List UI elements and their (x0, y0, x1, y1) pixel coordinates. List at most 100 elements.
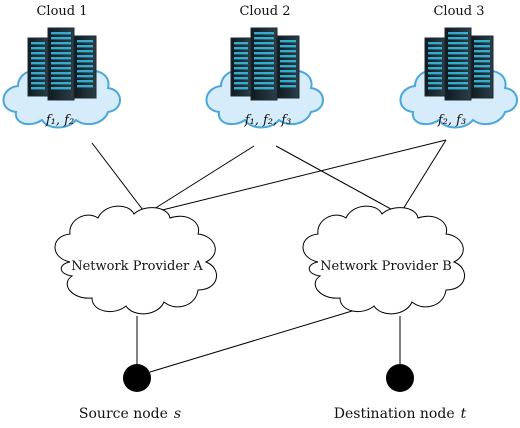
link-cloud1-providerA (91, 142, 147, 215)
server-rack-light (428, 87, 442, 90)
server-rack-light (51, 77, 71, 80)
server-rack-light (474, 70, 490, 73)
provider-a-label: Network Provider A (71, 259, 203, 274)
cloud-1-functions: f₁, f₂ (45, 113, 74, 128)
server-rack-light (448, 87, 468, 90)
server-rack-light (474, 55, 490, 58)
server-rack-light (234, 87, 248, 90)
cloud-1 (2, 27, 121, 129)
server-rack-light (234, 57, 248, 60)
server-rack-light (31, 62, 45, 65)
server-rack-light (51, 62, 71, 65)
server-rack-light (254, 82, 274, 85)
destination-node-text: Destination node (334, 406, 455, 422)
server-rack-light (234, 67, 248, 70)
server-rack-light (31, 57, 45, 60)
server-rack-light (448, 77, 468, 80)
server-rack-light (474, 80, 490, 83)
server-rack-light (448, 62, 468, 65)
server-rack-light (428, 62, 442, 65)
server-rack-light (474, 50, 490, 53)
server-rack-light (448, 42, 468, 45)
link-cloud3-providerB (399, 139, 447, 215)
server-rack-light (51, 82, 71, 85)
cloud-1-title: Cloud 1 (36, 4, 87, 19)
server-rack-light (254, 32, 274, 35)
server-rack-light (254, 77, 274, 80)
cloud-2-title: Cloud 2 (239, 4, 290, 19)
source-node-text: Source node (79, 406, 168, 422)
server-rack-light (31, 42, 45, 45)
server-rack-light (448, 37, 468, 40)
source-node-label: Source node s (79, 406, 181, 422)
server-rack-light (51, 47, 71, 50)
server-rack-light (280, 75, 296, 78)
destination-node (386, 364, 414, 392)
server-rack-light (234, 52, 248, 55)
server-rack-light (77, 85, 93, 88)
server-rack-light (474, 85, 490, 88)
provider-b-cloud-shape (302, 205, 465, 315)
server-rack-light (254, 67, 274, 70)
server-rack-light (77, 65, 93, 68)
server-rack-light (31, 72, 45, 75)
provider-b-label: Network Provider B (320, 259, 452, 274)
source-node-symbol: s (174, 406, 181, 422)
server-rack-light (77, 80, 93, 83)
server-rack-light (254, 42, 274, 45)
cloud-2-functions: f₁, f₂, f₃ (244, 113, 292, 128)
server-rack-light (51, 67, 71, 70)
server-rack-light (448, 47, 468, 50)
server-rack-light (428, 47, 442, 50)
server-rack-light (254, 52, 274, 55)
server-rack-light (77, 70, 93, 73)
server-rack-light (234, 72, 248, 75)
server-rack-light (254, 57, 274, 60)
server-rack-light (474, 65, 490, 68)
links (91, 139, 447, 373)
server-rack-light (51, 57, 71, 60)
server-rack-light (51, 72, 71, 75)
server-rack-light (280, 85, 296, 88)
server-rack-light (474, 75, 490, 78)
server-rack-light (280, 60, 296, 63)
network-provider-b: Network Provider B (302, 205, 465, 315)
server-rack-light (448, 82, 468, 85)
server-rack-light (234, 42, 248, 45)
server-rack-light (448, 72, 468, 75)
server-rack-light (31, 87, 45, 90)
server-rack-light (51, 42, 71, 45)
server-rack-light (77, 40, 93, 43)
server-rack-light (77, 60, 93, 63)
server-rack-light (428, 72, 442, 75)
server-rack-light (254, 37, 274, 40)
server-rack-light (51, 37, 71, 40)
server-rack-light (31, 47, 45, 50)
server-rack-light (31, 77, 45, 80)
server-rack-light (77, 55, 93, 58)
link-providerB-source (149, 307, 363, 373)
server-rack-light (428, 77, 442, 80)
server-rack-light (280, 80, 296, 83)
server-rack-light (254, 47, 274, 50)
server-rack-light (448, 32, 468, 35)
server-rack-light (31, 82, 45, 85)
server-rack-light (448, 57, 468, 60)
server-rack-light (77, 45, 93, 48)
server-rack-light (428, 57, 442, 60)
server-rack-light (448, 52, 468, 55)
server-rack-light (31, 52, 45, 55)
cloud-2 (205, 27, 324, 129)
server-rack-light (280, 70, 296, 73)
cloud-3-title: Cloud 3 (433, 4, 484, 19)
server-rack-light (31, 67, 45, 70)
server-rack-light (280, 40, 296, 43)
cloud-3-functions: f₂, f₃ (437, 113, 466, 128)
server-rack-light (474, 40, 490, 43)
server-rack-light (254, 87, 274, 90)
cloud-3 (399, 27, 518, 129)
server-rack-light (77, 75, 93, 78)
server-rack-light (77, 50, 93, 53)
